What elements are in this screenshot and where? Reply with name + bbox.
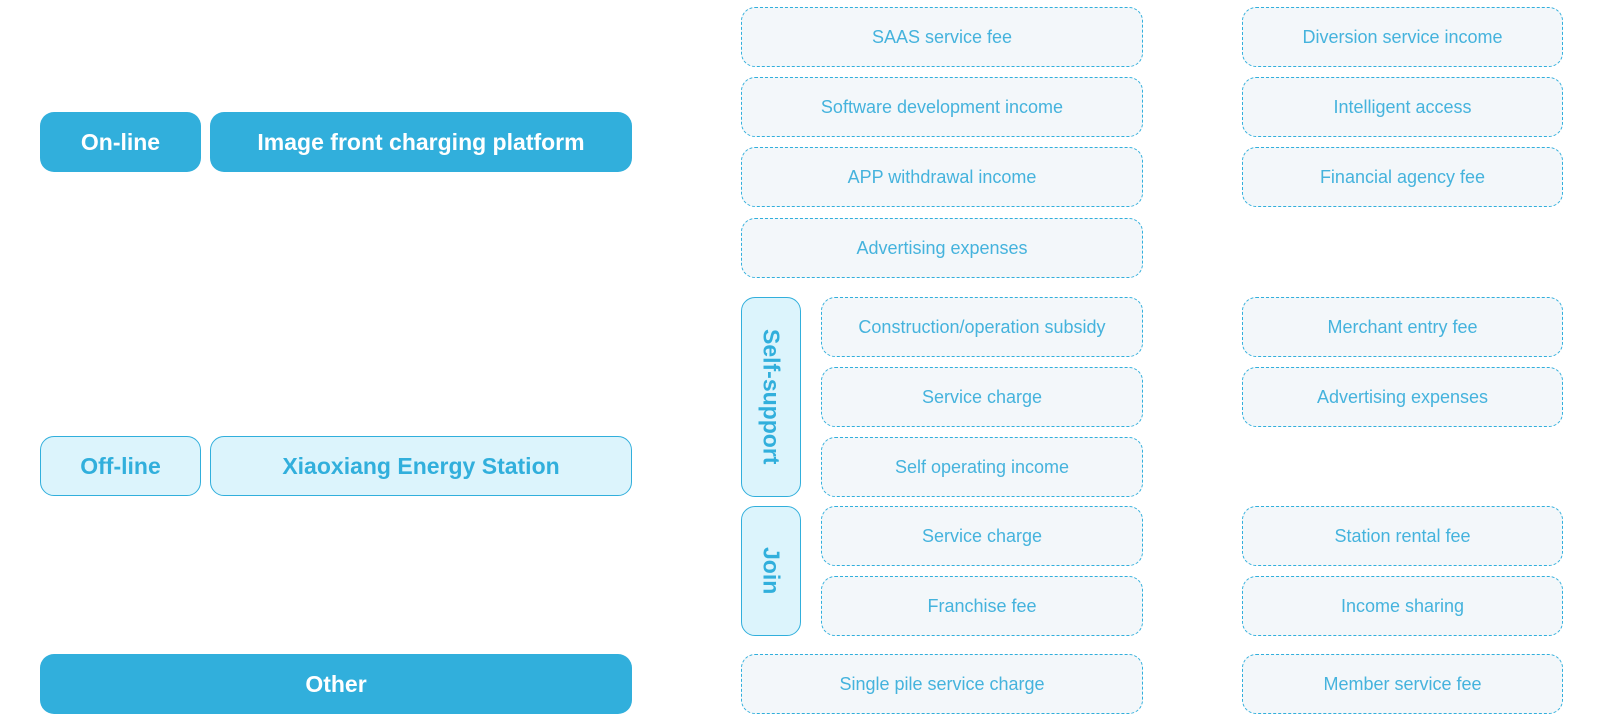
self-support-label-box: Self-support bbox=[741, 297, 801, 497]
online-item-financial-agency: Financial agency fee bbox=[1242, 147, 1563, 207]
online-item-software-income: Software development income bbox=[741, 77, 1143, 137]
other-label-box: Other bbox=[40, 654, 632, 714]
online-item-advertising: Advertising expenses bbox=[741, 218, 1143, 278]
self-support-item-self-operating: Self operating income bbox=[821, 437, 1143, 497]
self-support-item-subsidy: Construction/operation subsidy bbox=[821, 297, 1143, 357]
join-item-franchise-fee: Franchise fee bbox=[821, 576, 1143, 636]
offline-platform-box: Xiaoxiang Energy Station bbox=[210, 436, 632, 496]
online-item-app-withdrawal: APP withdrawal income bbox=[741, 147, 1143, 207]
self-support-item-service-charge: Service charge bbox=[821, 367, 1143, 427]
online-item-saas-fee: SAAS service fee bbox=[741, 7, 1143, 67]
self-support-item-advertising: Advertising expenses bbox=[1242, 367, 1563, 427]
join-item-service-charge: Service charge bbox=[821, 506, 1143, 566]
online-item-intelligent-access: Intelligent access bbox=[1242, 77, 1563, 137]
online-platform-box: Image front charging platform bbox=[210, 112, 632, 172]
join-item-station-rental: Station rental fee bbox=[1242, 506, 1563, 566]
self-support-label: Self-support bbox=[758, 329, 785, 465]
join-label-box: Join bbox=[741, 506, 801, 636]
join-label: Join bbox=[758, 547, 785, 595]
join-item-income-sharing: Income sharing bbox=[1242, 576, 1563, 636]
self-support-item-merchant-entry: Merchant entry fee bbox=[1242, 297, 1563, 357]
online-label-box: On-line bbox=[40, 112, 201, 172]
other-item-single-pile: Single pile service charge bbox=[741, 654, 1143, 714]
offline-label-box: Off-line bbox=[40, 436, 201, 496]
online-item-diversion-income: Diversion service income bbox=[1242, 7, 1563, 67]
other-item-member-fee: Member service fee bbox=[1242, 654, 1563, 714]
